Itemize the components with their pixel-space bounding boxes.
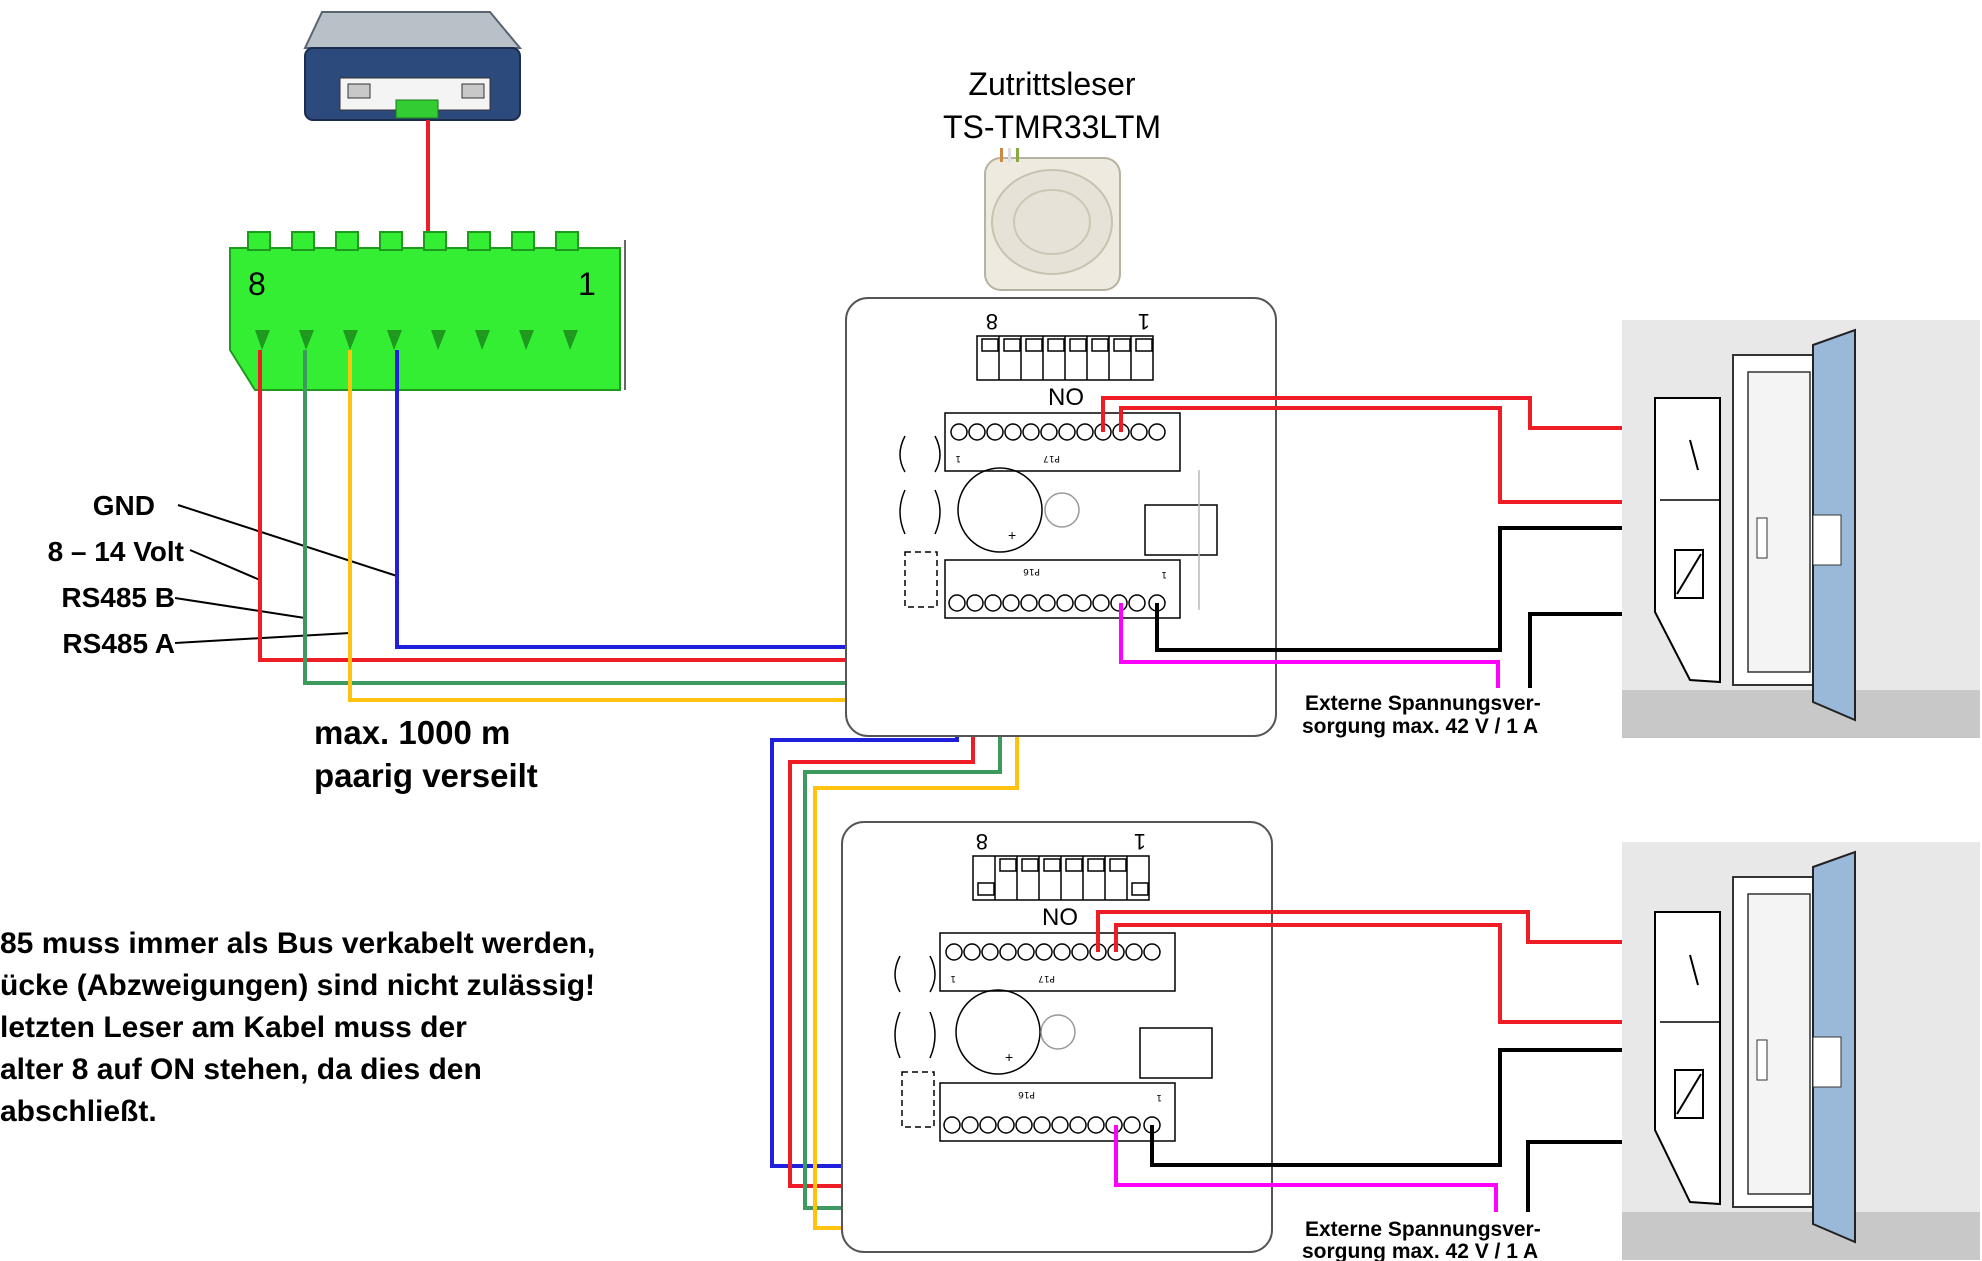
dip-label-8: 8 [976, 829, 988, 854]
usb-rs485-converter-icon [303, 11, 523, 121]
relay-wires-2 [1096, 910, 1660, 1212]
bus-note-line2: ücke (Abzweigungen) sind nicht zulässig! [0, 969, 595, 1002]
terminal-pin-1: 1 [578, 266, 596, 302]
bus-note-line1: 85 muss immer als Bus verkabelt werden, [0, 927, 595, 960]
terminal-block: 8 1 [229, 231, 626, 391]
power-note-1-line2: sorgung max. 42 V / 1 A [1302, 715, 1538, 738]
dip-label-1: 1 [1138, 309, 1150, 334]
power-note-2-line2: sorgung max. 42 V / 1 A [1302, 1240, 1538, 1261]
label-8-14-volt: 8 – 14 Volt [48, 536, 184, 567]
power-note-1-line1: Externe Spannungsver- [1305, 692, 1541, 715]
relay-no-label: NO [1048, 384, 1084, 411]
reader-title: Zutrittsleser [968, 66, 1135, 102]
p16-label: P16 [1018, 1089, 1035, 1099]
terminal-pin-8: 8 [248, 266, 266, 302]
p17-pin1: 1 [950, 973, 956, 983]
cable-length-note: max. 1000 m [314, 714, 510, 751]
p17-pin1: 1 [955, 453, 961, 463]
label-rs485-b: RS485 B [61, 582, 175, 613]
bus-note-line5: abschließt. [0, 1095, 157, 1128]
dip-label-1: 1 [1134, 829, 1146, 854]
relay-wires-1 [1101, 396, 1660, 688]
relay-no-label: NO [1042, 904, 1078, 931]
door-with-strike-icon [1622, 320, 1980, 738]
p17-label: P17 [1038, 973, 1055, 983]
label-gnd: GND [93, 490, 155, 521]
cable-twisted-note: paarig verseilt [314, 757, 538, 794]
label-rs485-a: RS485 A [62, 628, 175, 659]
controller-board-1: 8 1 NO P17 1 [845, 297, 1277, 737]
dip-label-8: 8 [986, 309, 998, 334]
reader-model: TS-TMR33LTM [943, 109, 1161, 145]
p16-pin1: 1 [1156, 1092, 1162, 1102]
p16-pin1: 1 [1161, 569, 1167, 579]
buzzer-plus: + [1008, 527, 1016, 543]
bus-note-line4: alter 8 auf ON stehen, da dies den [0, 1053, 482, 1086]
bus-note-line3: letzten Leser am Kabel muss der [0, 1011, 467, 1044]
door-with-strike-icon [1622, 842, 1980, 1260]
rfid-reader-icon [984, 148, 1121, 291]
leader-lines [174, 504, 398, 644]
p16-label: P16 [1023, 566, 1040, 576]
dip-switch [972, 855, 1150, 901]
controller-board-2: 8 1 NO P17 1 [841, 821, 1273, 1253]
dip-switch [976, 335, 1154, 381]
p17-label: P17 [1043, 453, 1060, 463]
buzzer-plus: + [1005, 1049, 1013, 1065]
power-note-2-line1: Externe Spannungsver- [1305, 1218, 1541, 1241]
